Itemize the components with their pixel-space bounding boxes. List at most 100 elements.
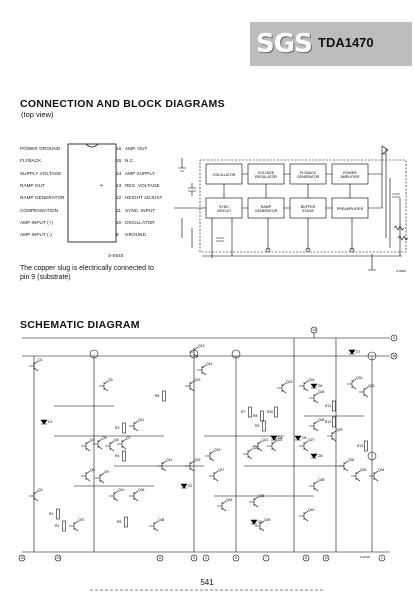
transistor-label: Q5 [102,436,107,440]
diode-label: D2 [188,484,192,488]
transistor-q22: Q22 [267,438,283,452]
pin-right: 16 [390,352,398,360]
diode-label: D3 [258,520,262,524]
pin-label-left: RAMP GENERATOR [20,195,65,201]
current-source [367,351,377,361]
diode-label: D7 [356,350,360,354]
current-source [367,451,377,461]
pin-label-left: COMPENSATION [20,207,59,213]
transistor-q19: Q19 [205,448,221,462]
transistor-q24: Q24 [299,378,315,392]
pin-label-right: N.C. [125,158,135,164]
resistor-label: R10 [267,410,273,414]
transistor-q18: Q18 [217,498,233,512]
resistor-r3: R3 [115,422,126,434]
svg-text:2: 2 [381,556,383,560]
block-code: S-0996 [396,269,406,273]
svg-text:+: + [100,183,103,189]
block-label: RAMP [261,205,272,209]
transistor-label: Q26 [318,418,325,422]
pin-number-right: 13 [116,182,122,188]
pin-number-right: 14 [116,170,122,176]
transistor-label: Q34 [378,468,385,472]
transistor-q20: Q20 [243,446,259,460]
current-source [231,349,241,359]
transistor-label: Q15 [194,378,201,382]
pin-label-right: GROUND [125,232,147,238]
transistor-q8: Q8 [81,468,95,482]
resistor-label: R12 [325,420,331,424]
svg-text:12: 12 [324,556,328,560]
pin-label-left: SUPPLY VOLTAGE [20,170,62,176]
svg-text:6: 6 [235,556,237,560]
transistor-label: Q12 [166,458,173,462]
diode-d6: D6 [310,383,322,389]
transistor-label: Q23 [286,380,293,384]
block-label: OSCILLATOR [213,173,236,177]
current-source [89,349,99,359]
transistor-q25: Q25 [309,390,325,404]
diode-label: D6 [318,384,322,388]
transistor-label: Q31 [356,376,363,380]
svg-text:7: 7 [265,556,267,560]
transistor-q40: Q40 [299,508,315,522]
transistor-q39: Q39 [255,518,271,532]
transistor-q14: Q14 [197,362,213,376]
transistor-q34: Q34 [369,468,385,482]
pin-bottom: 4 [202,554,210,562]
transistor-q2: Q2 [29,488,43,502]
pinout-ic-body: + [67,143,117,243]
svg-text:3: 3 [393,336,395,340]
transistor-label: Q19 [214,448,221,452]
resistor-label: R1 [49,512,53,516]
diode-d8: D8 [310,453,322,459]
resistor-label: R13 [357,444,363,448]
pin-number-right: 10 [116,219,122,225]
transistor-q5: Q5 [93,436,107,450]
diode-d3: D3 [250,519,262,525]
transistor-q32: Q32 [359,384,375,398]
transistor-label: Q3 [108,378,113,382]
pin-label-left: RAMP OUT [20,182,45,188]
transistor-label: Q9 [104,470,109,474]
svg-text:13: 13 [56,556,60,560]
resistor-label: R8 [253,414,257,418]
transistor-q9: Q9 [95,470,109,484]
schematic-title: SCHEMATIC DIAGRAM [20,319,140,331]
transistor-label: Q29 [336,428,343,432]
diode-label: D8 [318,454,322,458]
pinout-code: S-0540 [108,253,124,258]
substrate-note: The copper slug is electrically connecte… [20,265,154,281]
pin-bottom: 5 [190,554,198,562]
transistor-label: Q24 [308,378,315,382]
transistor-label: Q1 [38,358,43,362]
transistor-label: Q22 [276,438,283,442]
pin-label-right: AMP. OUT [125,146,148,151]
transistor-label: Q14 [206,362,213,366]
sgs-logo: SGS [256,29,313,59]
pin-label-left: AMP INPUT (+) [20,219,54,225]
resistor-label: R7 [241,410,245,414]
transistor-label: Q28 [318,478,325,482]
transistor-q6: Q6 [105,438,119,452]
pin-label-right: HEIGHT ADJUST [125,195,163,201]
svg-text:16: 16 [392,354,396,358]
transistor-label: Q25 [318,390,325,394]
transistor-label: Q36 [138,488,145,492]
resistor-r8: R8 [253,410,264,422]
resistor-label: R11 [325,404,331,408]
diode-d2: D2 [180,483,192,489]
resistor-r12: R12 [325,416,336,428]
diode-label: D5 [302,436,306,440]
pin-bottom: 2 [378,554,386,562]
transistor-q7: Q7 [117,436,131,450]
resistor-r10: R10 [267,406,278,418]
diode-d4: D4 [270,435,282,441]
block-label: POWER [343,171,357,175]
pin-bottom: 12 [322,554,330,562]
transistor-q10: Q10 [109,488,125,502]
svg-text:5: 5 [193,556,195,560]
transistor-label: Q21 [262,438,269,442]
svg-text:11: 11 [158,556,162,560]
